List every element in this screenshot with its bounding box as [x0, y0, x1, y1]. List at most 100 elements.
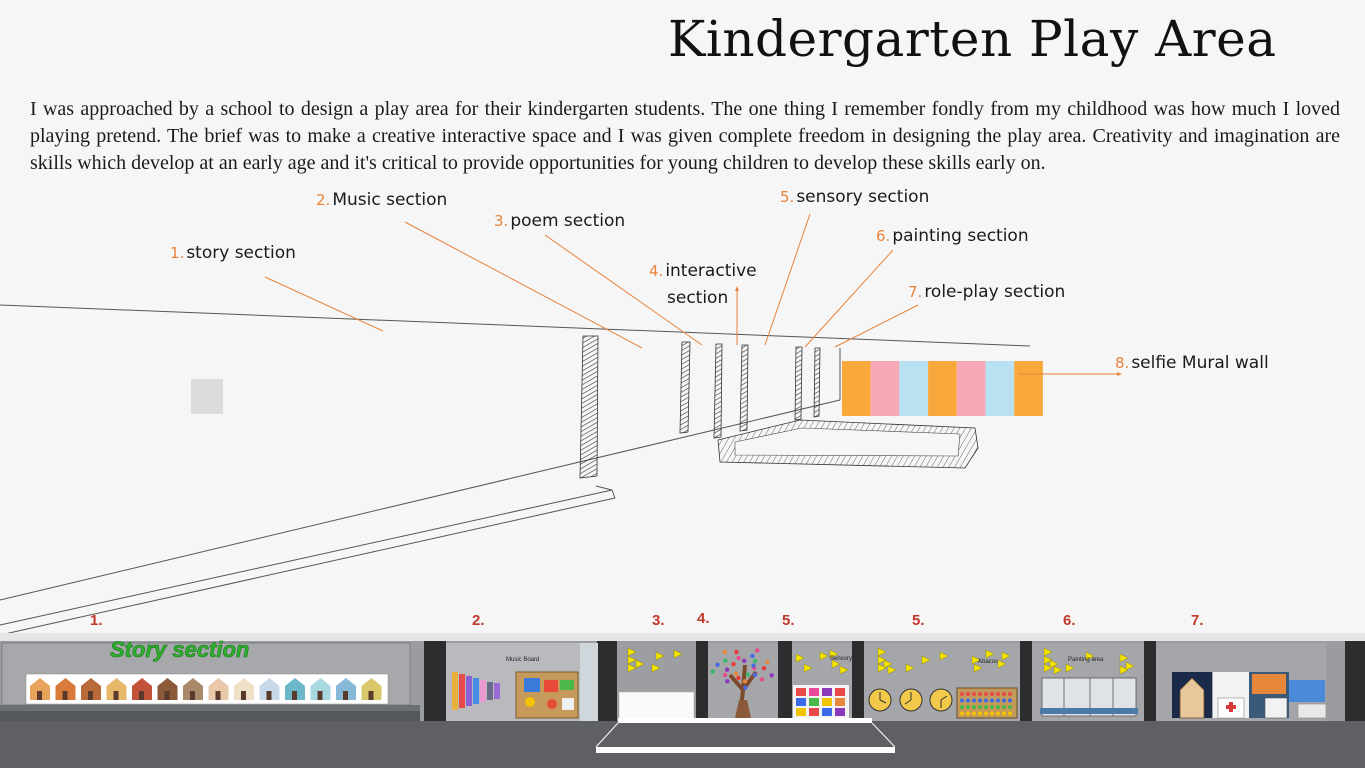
abacus-bead	[990, 698, 994, 703]
tree-dot	[724, 667, 730, 672]
triangle-shape	[651, 663, 661, 673]
mural-stripe	[985, 361, 1015, 416]
abacus-bead	[978, 711, 982, 716]
abacus-bead	[1002, 711, 1006, 716]
sensory-tile	[796, 698, 806, 706]
floor	[0, 720, 1365, 768]
abacus-bead	[1008, 692, 1012, 696]
triangle-shape	[973, 663, 983, 673]
triangle-shape	[1065, 663, 1075, 673]
page-title: Kindergarten Play Area	[668, 10, 1277, 68]
triangle-shape	[1119, 665, 1129, 675]
triangle-shape	[1043, 663, 1053, 673]
intro-paragraph: I was approached by a school to design a…	[30, 98, 1340, 174]
tree-icon	[728, 664, 758, 719]
tree-dot	[731, 661, 736, 667]
abacus-bead	[996, 705, 1000, 709]
sensory-label: Sensory	[830, 656, 853, 662]
triangle-shape	[997, 659, 1007, 669]
sensory-tile	[809, 688, 819, 696]
abacus-bead	[978, 705, 982, 709]
abacus-bead	[1008, 711, 1012, 716]
sensory-tile	[835, 708, 845, 716]
triangle-shape	[877, 655, 887, 665]
story-cutout-icon	[336, 678, 356, 700]
xylophone	[452, 672, 500, 710]
tree-dot	[734, 649, 739, 655]
triangle-shape	[635, 659, 645, 669]
callout-story-section: 1.story section	[170, 243, 296, 263]
triangle-shape	[839, 665, 849, 675]
section-number-1: 1.	[90, 612, 103, 629]
triangle-shape	[1043, 647, 1053, 657]
mural-stripe	[1014, 361, 1043, 416]
triangle-shape	[985, 649, 995, 659]
mural-stripe	[928, 361, 957, 416]
sensory-tile	[822, 708, 832, 716]
story-cutout-icon	[81, 678, 101, 700]
triangle-shape	[655, 651, 665, 661]
abacus-label: Abacus	[978, 659, 999, 665]
section-number-5b: 5.	[912, 612, 925, 629]
tree-dot	[745, 672, 751, 677]
story-cutout-icon	[259, 678, 280, 700]
section-number-4: 4.	[697, 610, 710, 627]
abacus-bead	[984, 692, 988, 696]
triangle-shape	[921, 655, 931, 665]
abacus-bead	[1008, 698, 1012, 703]
abacus-bead	[1002, 698, 1006, 703]
triangle-shape	[1125, 661, 1135, 671]
story-cutout-icon	[30, 678, 50, 700]
abacus-bead	[984, 705, 988, 709]
tree-dot	[715, 662, 720, 667]
tree-dot	[769, 673, 774, 678]
triangle-shape	[971, 655, 981, 665]
callout-poem-section: 3.poem section	[494, 211, 626, 231]
abacus-bead	[972, 711, 976, 716]
section-number-3: 3.	[652, 612, 665, 629]
sensory-tile	[796, 688, 806, 696]
triangle-shape	[819, 651, 829, 661]
sandbox	[717, 419, 979, 469]
sensory-tile	[809, 708, 819, 716]
triangle-shape	[877, 663, 887, 673]
abacus-bead	[978, 698, 982, 703]
tree-dot	[752, 658, 758, 664]
triangle-shape	[831, 659, 841, 669]
room-outline	[0, 304, 1031, 636]
abacus-bead	[972, 705, 976, 709]
abacus-bead	[960, 692, 964, 696]
callout-painting-section: 6.painting section	[876, 226, 1029, 246]
selfie-mural-wall	[842, 361, 1043, 416]
triangle-shape	[1119, 653, 1129, 663]
story-section-title: Story section	[110, 637, 250, 663]
tree-dot	[733, 671, 739, 676]
section-number-2: 2.	[472, 612, 485, 629]
tree-dot	[741, 658, 747, 664]
runway-stripe	[618, 718, 872, 723]
triangle-shape	[887, 665, 897, 675]
story-cutout-icon	[132, 678, 152, 700]
triangle-shape	[795, 653, 805, 663]
callout-music-section: 2.Music section	[316, 190, 448, 210]
triangle-shape	[627, 647, 637, 657]
mural-stripe	[870, 361, 900, 416]
triangle-shape	[1085, 651, 1095, 661]
columns	[579, 335, 821, 479]
tree-dot	[710, 669, 715, 674]
tree-dot	[725, 679, 730, 684]
sensory-tile	[796, 708, 806, 716]
section-number-6: 6.	[1063, 612, 1076, 629]
section-number-7: 7.	[1191, 612, 1204, 629]
abacus-bead	[1002, 692, 1006, 696]
callout-selfie-mural-wall: 8.selfie Mural wall	[1115, 353, 1269, 373]
tree-dot	[759, 677, 765, 682]
triangle-shape	[939, 651, 949, 661]
abacus-bead	[960, 705, 964, 709]
triangle-shape	[1043, 655, 1053, 665]
tree-dot	[752, 672, 758, 678]
story-cutout-icon	[285, 678, 305, 700]
abacus-bead	[984, 698, 988, 703]
story-cutouts	[25, 673, 389, 705]
